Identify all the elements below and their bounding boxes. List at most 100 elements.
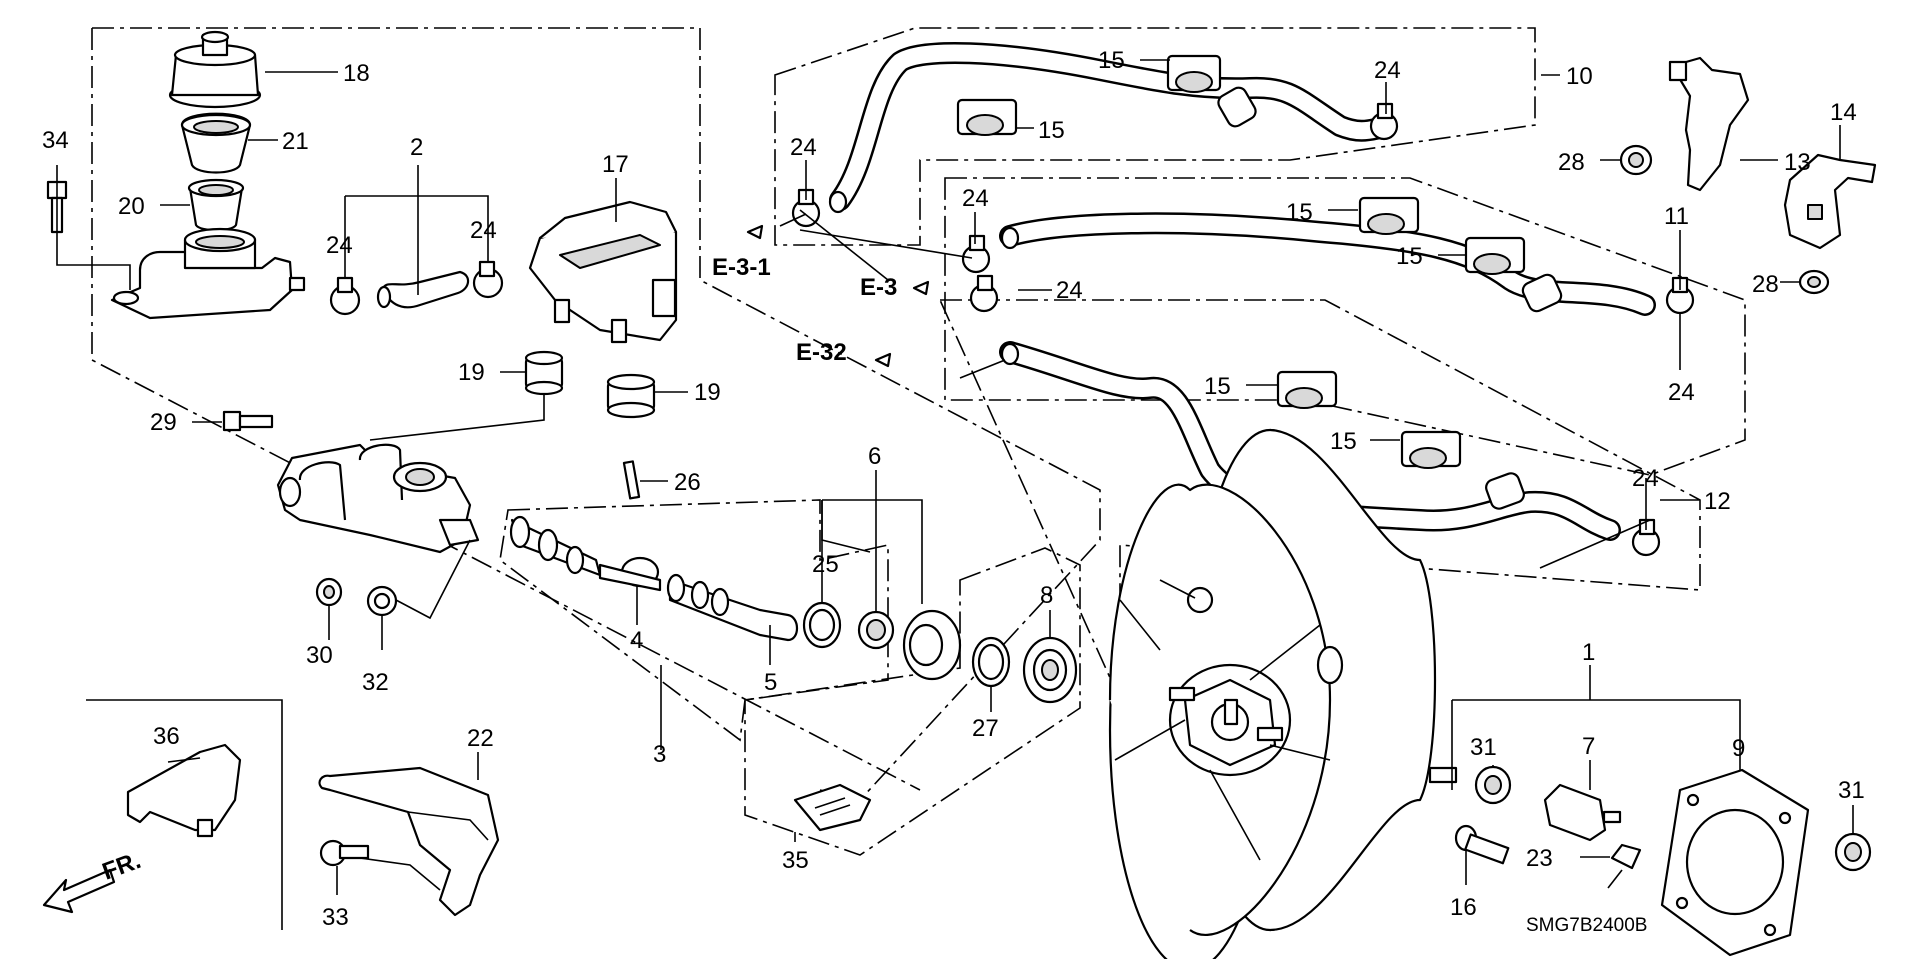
brake-booster	[1108, 428, 1458, 959]
clip-15-b	[956, 98, 1018, 136]
callout-15-e: 15	[1204, 373, 1231, 400]
callout-20: 20	[118, 193, 145, 220]
callout-1: 1	[1582, 639, 1595, 666]
callout-33: 33	[322, 904, 349, 931]
callout-10: 10	[1566, 63, 1593, 90]
seal-25	[802, 601, 842, 649]
callout-14: 14	[1830, 99, 1857, 126]
callout-22: 22	[467, 725, 494, 752]
bracket-14	[1783, 153, 1877, 250]
callout-12: 12	[1704, 488, 1731, 515]
callout-15-d: 15	[1396, 243, 1423, 270]
strainer-21	[180, 112, 252, 174]
reservoir-body	[110, 227, 306, 320]
callout-24-d: 24	[1374, 57, 1401, 84]
clip-15-c	[1358, 196, 1420, 235]
callout-35: 35	[782, 847, 809, 874]
callout-13: 13	[1784, 149, 1811, 176]
callout-31-b: 31	[1838, 777, 1865, 804]
callout-16: 16	[1450, 894, 1477, 921]
clip-15-f	[1400, 430, 1462, 469]
clip-15-d	[1464, 236, 1526, 275]
callout-24-c: 24	[790, 134, 817, 161]
cup-seal	[902, 609, 962, 681]
bracket-22	[318, 766, 500, 917]
clip-24-hose-f	[1631, 518, 1661, 557]
clevis-pin-16	[1454, 824, 1510, 865]
diagram-code: SMG7B2400B	[1526, 915, 1647, 936]
reservoir-cap-18	[168, 30, 262, 109]
clip-24-hose-b	[1369, 102, 1399, 141]
clip-15-e	[1276, 370, 1338, 409]
clip-24-hose-e	[969, 274, 999, 313]
callout-28-b: 28	[1752, 271, 1779, 298]
grommet-19-right	[606, 373, 656, 419]
callout-2: 2	[410, 134, 423, 161]
callout-8: 8	[1040, 582, 1053, 609]
callout-25: 25	[812, 551, 839, 578]
seal-8	[1022, 636, 1078, 704]
seal-kit-outline	[744, 547, 1081, 856]
callout-18: 18	[343, 60, 370, 87]
callout-34: 34	[42, 127, 69, 154]
callout-28-a: 28	[1558, 149, 1585, 176]
callout-24-f: 24	[1668, 379, 1695, 406]
master-cylinder-body	[276, 443, 480, 554]
clip-23	[1607, 843, 1642, 889]
callout-24-h: 24	[1632, 465, 1659, 492]
callout-24-left: 24	[326, 232, 353, 259]
nut-31-b	[1834, 832, 1872, 872]
seal-6	[857, 610, 895, 650]
front-label: FR.	[99, 847, 145, 886]
hose-10	[828, 42, 1391, 214]
reservoir-17	[528, 200, 678, 344]
callout-24-g: 24	[1056, 277, 1083, 304]
clip-24-hose-c	[961, 234, 991, 274]
nut-28-a	[1619, 144, 1653, 176]
callout-27: 27	[972, 715, 999, 742]
callout-15-f: 15	[1330, 428, 1357, 455]
callout-31-a: 31	[1470, 734, 1497, 761]
callout-24-e: 24	[962, 185, 989, 212]
leader-lines	[56, 59, 1876, 895]
callout-9: 9	[1732, 735, 1745, 762]
master-cylinder-group-outline	[91, 28, 921, 791]
grommet-19-left	[524, 350, 564, 396]
callout-24-right: 24	[470, 217, 497, 244]
callout-17: 17	[602, 151, 629, 178]
callout-29: 29	[150, 409, 177, 436]
callout-36: 36	[153, 723, 180, 750]
ref-arrow-e31	[746, 224, 764, 240]
nut-31-a	[1474, 765, 1512, 805]
front-arrow: FR.	[42, 847, 145, 914]
callout-26: 26	[674, 469, 701, 496]
clip-24-left	[329, 276, 361, 316]
callout-19-right: 19	[694, 379, 721, 406]
piston-4	[509, 515, 662, 592]
bolt-33	[319, 839, 370, 867]
nut-30	[315, 577, 343, 607]
bolt-29	[222, 410, 274, 432]
callout-5: 5	[764, 669, 777, 696]
callout-7: 7	[1582, 733, 1595, 760]
clip-24-right	[472, 260, 504, 299]
callout-21: 21	[282, 128, 309, 155]
gasket-9	[1660, 768, 1810, 957]
clip-15-a	[1166, 54, 1222, 93]
hose-11	[999, 212, 1656, 316]
nut-28-b	[1798, 269, 1830, 295]
callout-6: 6	[868, 443, 881, 470]
callout-19-left: 19	[458, 359, 485, 386]
ref-e-32: E-32	[796, 339, 847, 366]
grease-packet-35	[793, 783, 872, 832]
pin-26	[622, 460, 641, 500]
callout-15-c: 15	[1286, 199, 1313, 226]
filter-20	[187, 178, 245, 232]
callout-30: 30	[306, 642, 333, 669]
hose-2	[376, 270, 470, 309]
ref-e-3: E-3	[860, 274, 897, 301]
callout-4: 4	[630, 627, 643, 654]
callout-11: 11	[1664, 203, 1689, 230]
washer-32	[366, 585, 398, 617]
